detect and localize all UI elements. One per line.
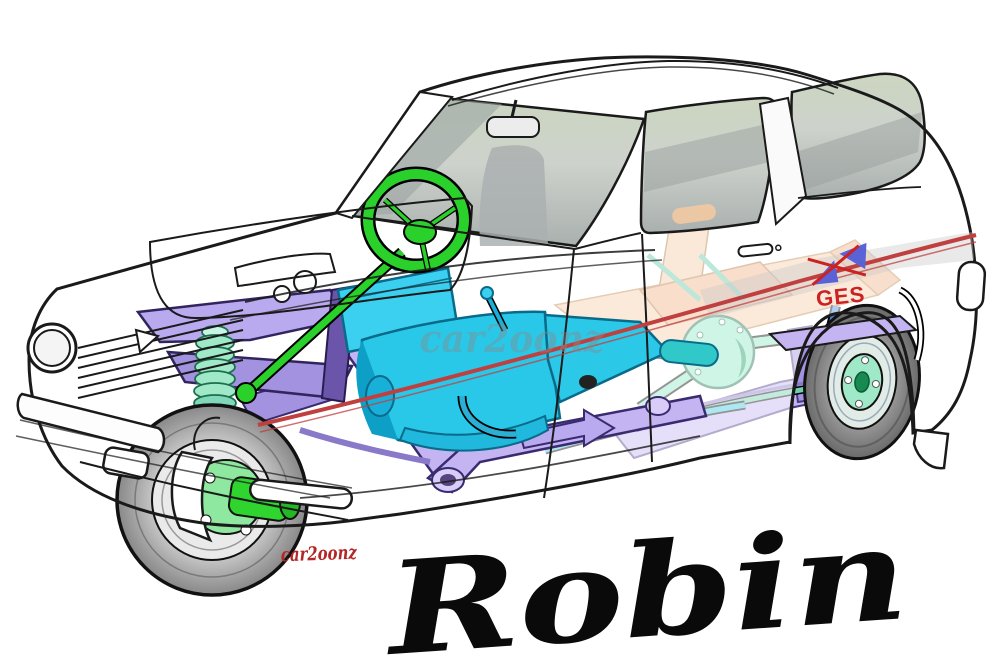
rear-hub-cap bbox=[854, 371, 870, 393]
sill-crease bbox=[79, 461, 349, 521]
robin-logo: Robin bbox=[379, 499, 912, 667]
engine bbox=[336, 253, 719, 452]
door-shutline-front bbox=[543, 248, 575, 499]
door-handle bbox=[737, 242, 782, 258]
steering-box bbox=[235, 382, 257, 404]
side-stripe-echo bbox=[259, 241, 977, 433]
lug-nut bbox=[854, 399, 863, 408]
rail-tube-end-2 bbox=[645, 396, 671, 416]
gear-lever-fill bbox=[486, 295, 507, 331]
rear-rim-ring bbox=[832, 342, 892, 422]
beltline bbox=[574, 232, 642, 250]
visible-headrest bbox=[672, 204, 716, 224]
engine-bay-edge bbox=[244, 249, 656, 303]
subframe-tube bbox=[299, 427, 431, 465]
steering-hub bbox=[403, 219, 437, 245]
engine-mount-hole bbox=[579, 375, 597, 389]
exhaust-pipe-fill bbox=[459, 395, 517, 437]
grille bbox=[77, 309, 244, 399]
driver-seat-silhouette bbox=[479, 145, 548, 246]
watermark-text: car2oonz bbox=[420, 316, 606, 361]
mud-flap bbox=[912, 428, 950, 470]
tail-lamp bbox=[955, 260, 987, 312]
a-pillar bbox=[334, 90, 454, 220]
door-shutline-rear bbox=[641, 233, 653, 463]
roof-gutter-line bbox=[451, 59, 839, 101]
rearview-mirror bbox=[486, 116, 540, 138]
silhouette-stroke bbox=[27, 55, 979, 528]
mirror-stalk bbox=[510, 99, 518, 118]
windows bbox=[352, 72, 926, 248]
badge-cross bbox=[807, 244, 867, 286]
lug-nut bbox=[844, 376, 853, 385]
door-window bbox=[639, 96, 778, 235]
roof-gutter-line-2 bbox=[447, 66, 835, 107]
chassis-arrow bbox=[518, 408, 616, 450]
indicator-triangle bbox=[134, 328, 161, 354]
gearbox-tail bbox=[659, 339, 719, 367]
steering-column bbox=[245, 249, 405, 395]
badge: GES bbox=[807, 242, 867, 311]
badge-text: GES bbox=[815, 281, 867, 311]
lower-body-line-2 bbox=[15, 435, 331, 499]
side-stripe bbox=[257, 233, 977, 427]
badge-flag-right bbox=[839, 242, 867, 270]
sill-crease-2 bbox=[299, 435, 701, 499]
lug-nut bbox=[861, 356, 870, 365]
coil-spring bbox=[193, 325, 237, 412]
front-mechanicals bbox=[135, 253, 719, 452]
lug-nut bbox=[871, 379, 880, 388]
brake-hose bbox=[193, 416, 221, 451]
headlamp-inner bbox=[33, 329, 71, 367]
quarter-window-reflection bbox=[796, 112, 922, 192]
bonnet-scoop bbox=[233, 252, 337, 288]
engine-bay-edge-2 bbox=[229, 259, 663, 321]
steering-wheel bbox=[363, 169, 469, 271]
tie-rod bbox=[248, 478, 354, 510]
fender-stay-fill bbox=[899, 288, 923, 361]
rear-arch bbox=[788, 311, 916, 445]
gear-knob bbox=[480, 286, 494, 300]
bonnet-cutline bbox=[148, 196, 474, 320]
artist-signature: car2oonz bbox=[280, 542, 358, 567]
b-pillar bbox=[758, 96, 808, 227]
door-keyhole bbox=[775, 244, 782, 252]
door-window-reflection bbox=[644, 122, 775, 192]
rear-wheel bbox=[803, 303, 921, 461]
front-bumper bbox=[16, 392, 166, 454]
sump bbox=[398, 414, 550, 452]
lower-body-line bbox=[19, 419, 353, 489]
cowl-line bbox=[351, 215, 576, 250]
beltline-rear bbox=[797, 186, 922, 199]
